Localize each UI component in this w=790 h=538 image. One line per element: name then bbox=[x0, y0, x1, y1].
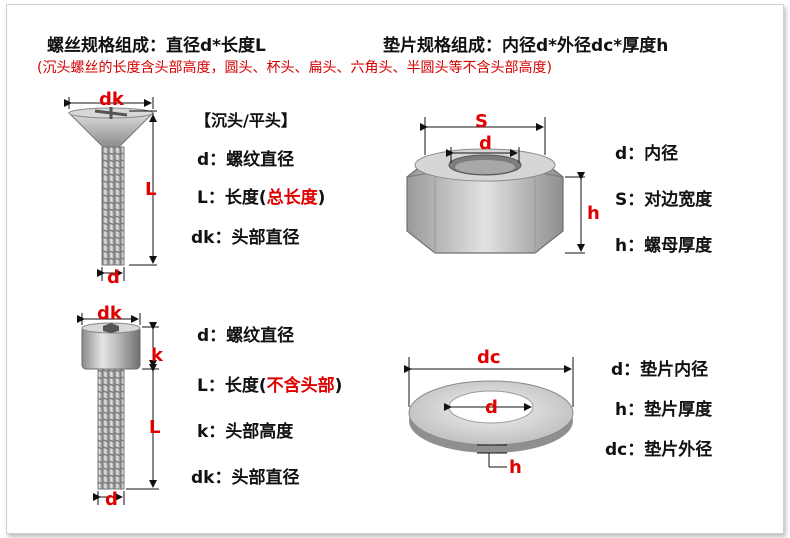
countersunk-screw-illustration bbox=[67, 107, 155, 266]
cap-k-tag: k bbox=[151, 345, 163, 366]
cap-screw-dimension-lines bbox=[77, 313, 159, 505]
cap-d-tag: d bbox=[105, 489, 118, 510]
cap-k-label: k：头部高度 bbox=[197, 422, 294, 442]
washer-spec-heading: 垫片规格组成：内径d*外径dc*厚度h bbox=[383, 36, 669, 56]
countersunk-dk-label: dk：头部直径 bbox=[191, 228, 300, 248]
countersunk-l-prefix: L：长度( bbox=[197, 188, 267, 208]
nut-d-label: d：内径 bbox=[615, 144, 679, 164]
cap-screw-illustration bbox=[81, 322, 141, 490]
cap-l-tag: L bbox=[149, 417, 161, 438]
diagram-frame: 螺丝规格组成：直径d*长度L 垫片规格组成：内径d*外径dc*厚度h (沉头螺丝… bbox=[6, 4, 784, 534]
countersunk-d-label: d：螺纹直径 bbox=[197, 150, 295, 170]
countersunk-l-suffix: ) bbox=[317, 188, 326, 208]
countersunk-l-tag: L bbox=[145, 179, 157, 200]
cap-d-label: d：螺纹直径 bbox=[197, 326, 295, 346]
washer-d-tag: d bbox=[485, 397, 498, 418]
washer-dc-label: dc：垫片外径 bbox=[605, 440, 713, 460]
illustrations bbox=[64, 97, 585, 505]
nut-s-label: S：对边宽度 bbox=[615, 190, 713, 210]
countersunk-d-tag: d bbox=[107, 267, 120, 288]
countersunk-dimension-lines bbox=[64, 97, 157, 281]
washer-h-label: h：垫片厚度 bbox=[615, 400, 713, 420]
cap-dk-tag: dk bbox=[97, 303, 122, 324]
nut-dimension-lines bbox=[420, 117, 585, 254]
washer-d-label: d：垫片内径 bbox=[611, 360, 709, 380]
countersunk-l-label: L：长度(总长度) bbox=[197, 183, 325, 208]
hex-nut-illustration bbox=[406, 148, 564, 254]
cap-l-label: L：长度(不含头部) bbox=[197, 371, 342, 396]
length-note: (沉头螺丝的长度含头部高度，圆头、杯头、扁头、六角头、半圆头等不含头部高度) bbox=[37, 60, 552, 76]
cap-l-suffix: ) bbox=[334, 376, 343, 396]
bolt-spec-heading: 螺丝规格组成：直径d*长度L bbox=[47, 36, 266, 56]
washer-h-tag: h bbox=[509, 457, 522, 478]
nut-d-tag: d bbox=[479, 133, 492, 154]
countersunk-dk-tag: dk bbox=[99, 89, 124, 110]
cap-l-prefix: L：长度( bbox=[197, 376, 267, 396]
countersunk-l-highlight: 总长度 bbox=[266, 188, 318, 208]
cap-l-highlight: 不含头部 bbox=[266, 376, 335, 396]
washer-dimension-lines bbox=[404, 357, 574, 468]
washer-dc-tag: dc bbox=[477, 347, 501, 368]
countersunk-section-title: 【沉头/平头】 bbox=[195, 111, 297, 130]
nut-h-tag: h bbox=[587, 203, 600, 224]
nut-h-label: h：螺母厚度 bbox=[615, 236, 713, 256]
cap-dk-label: dk：头部直径 bbox=[191, 468, 300, 488]
nut-s-tag: S bbox=[475, 111, 488, 132]
